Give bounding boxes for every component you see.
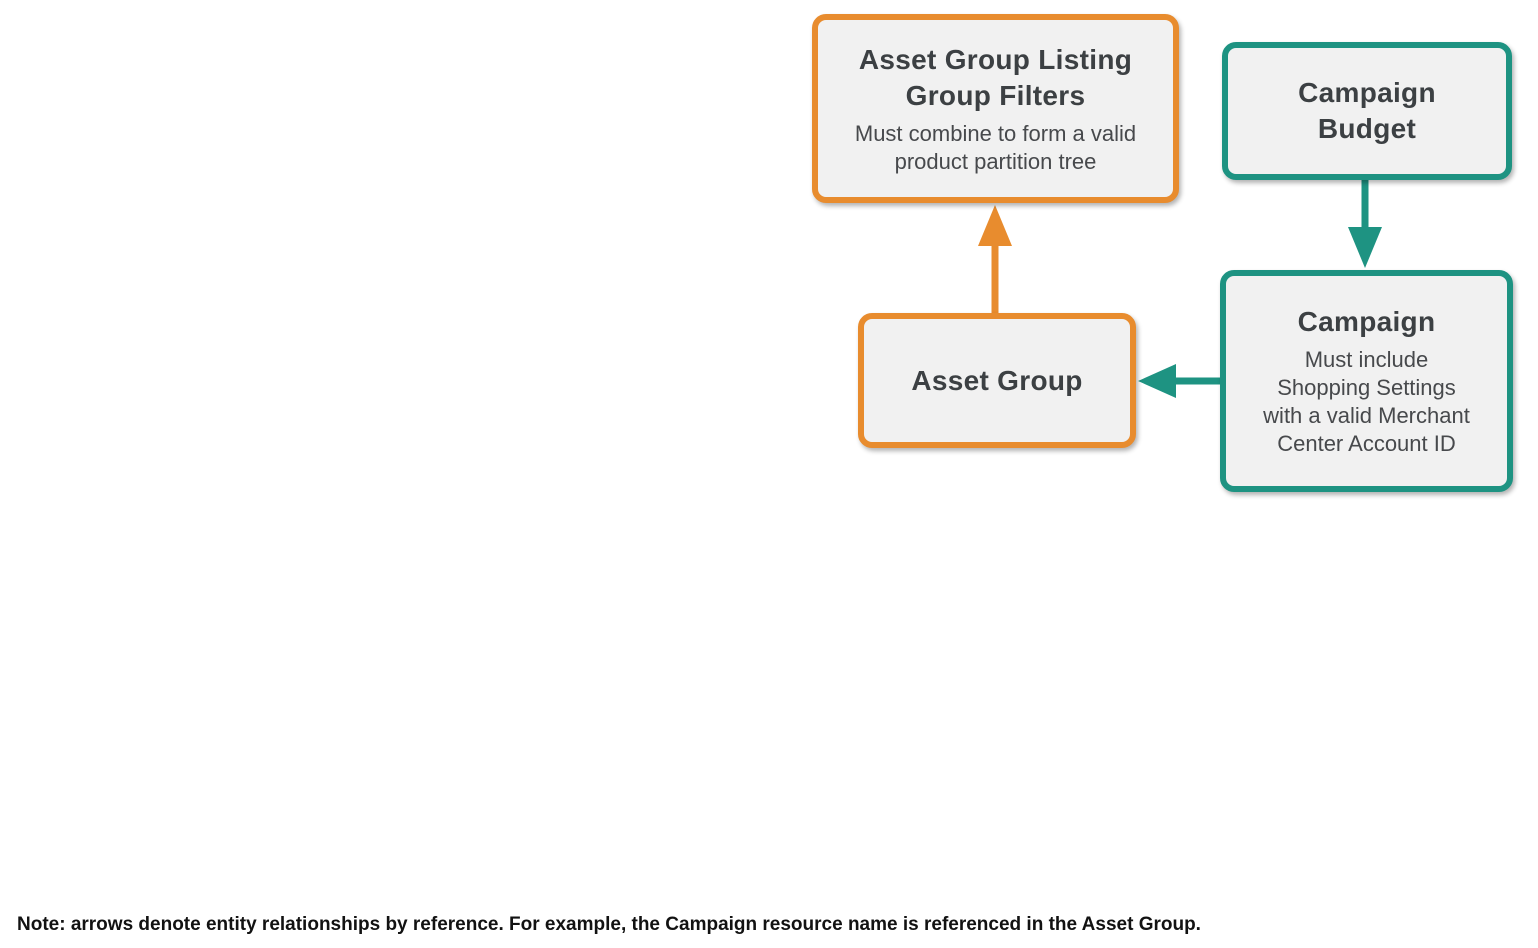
node-subtitle: Must combine to form a valid product par…: [854, 120, 1137, 174]
node-campaign: Campaign Must include Shopping Settings …: [1220, 270, 1513, 492]
arrow-asset-group-to-listing-filters: [978, 205, 1012, 313]
node-campaign-budget: Campaign Budget: [1222, 42, 1512, 180]
node-title: Asset Group: [911, 364, 1083, 396]
node-asset-group-listing-group-filters: Asset Group Listing Group Filters Must c…: [812, 14, 1179, 203]
node-asset-group: Asset Group: [858, 313, 1136, 448]
node-title: Campaign Budget: [1298, 77, 1436, 144]
arrow-campaign-to-asset-group: [1138, 364, 1220, 398]
node-title: Campaign: [1297, 306, 1436, 337]
footnote: Note: arrows denote entity relationships…: [17, 914, 1201, 935]
node-title: Asset Group Listing Group Filters: [858, 43, 1133, 111]
node-subtitle: Must include Shopping Settings with a va…: [1263, 347, 1470, 456]
arrow-campaign-budget-to-campaign: [1348, 180, 1382, 268]
